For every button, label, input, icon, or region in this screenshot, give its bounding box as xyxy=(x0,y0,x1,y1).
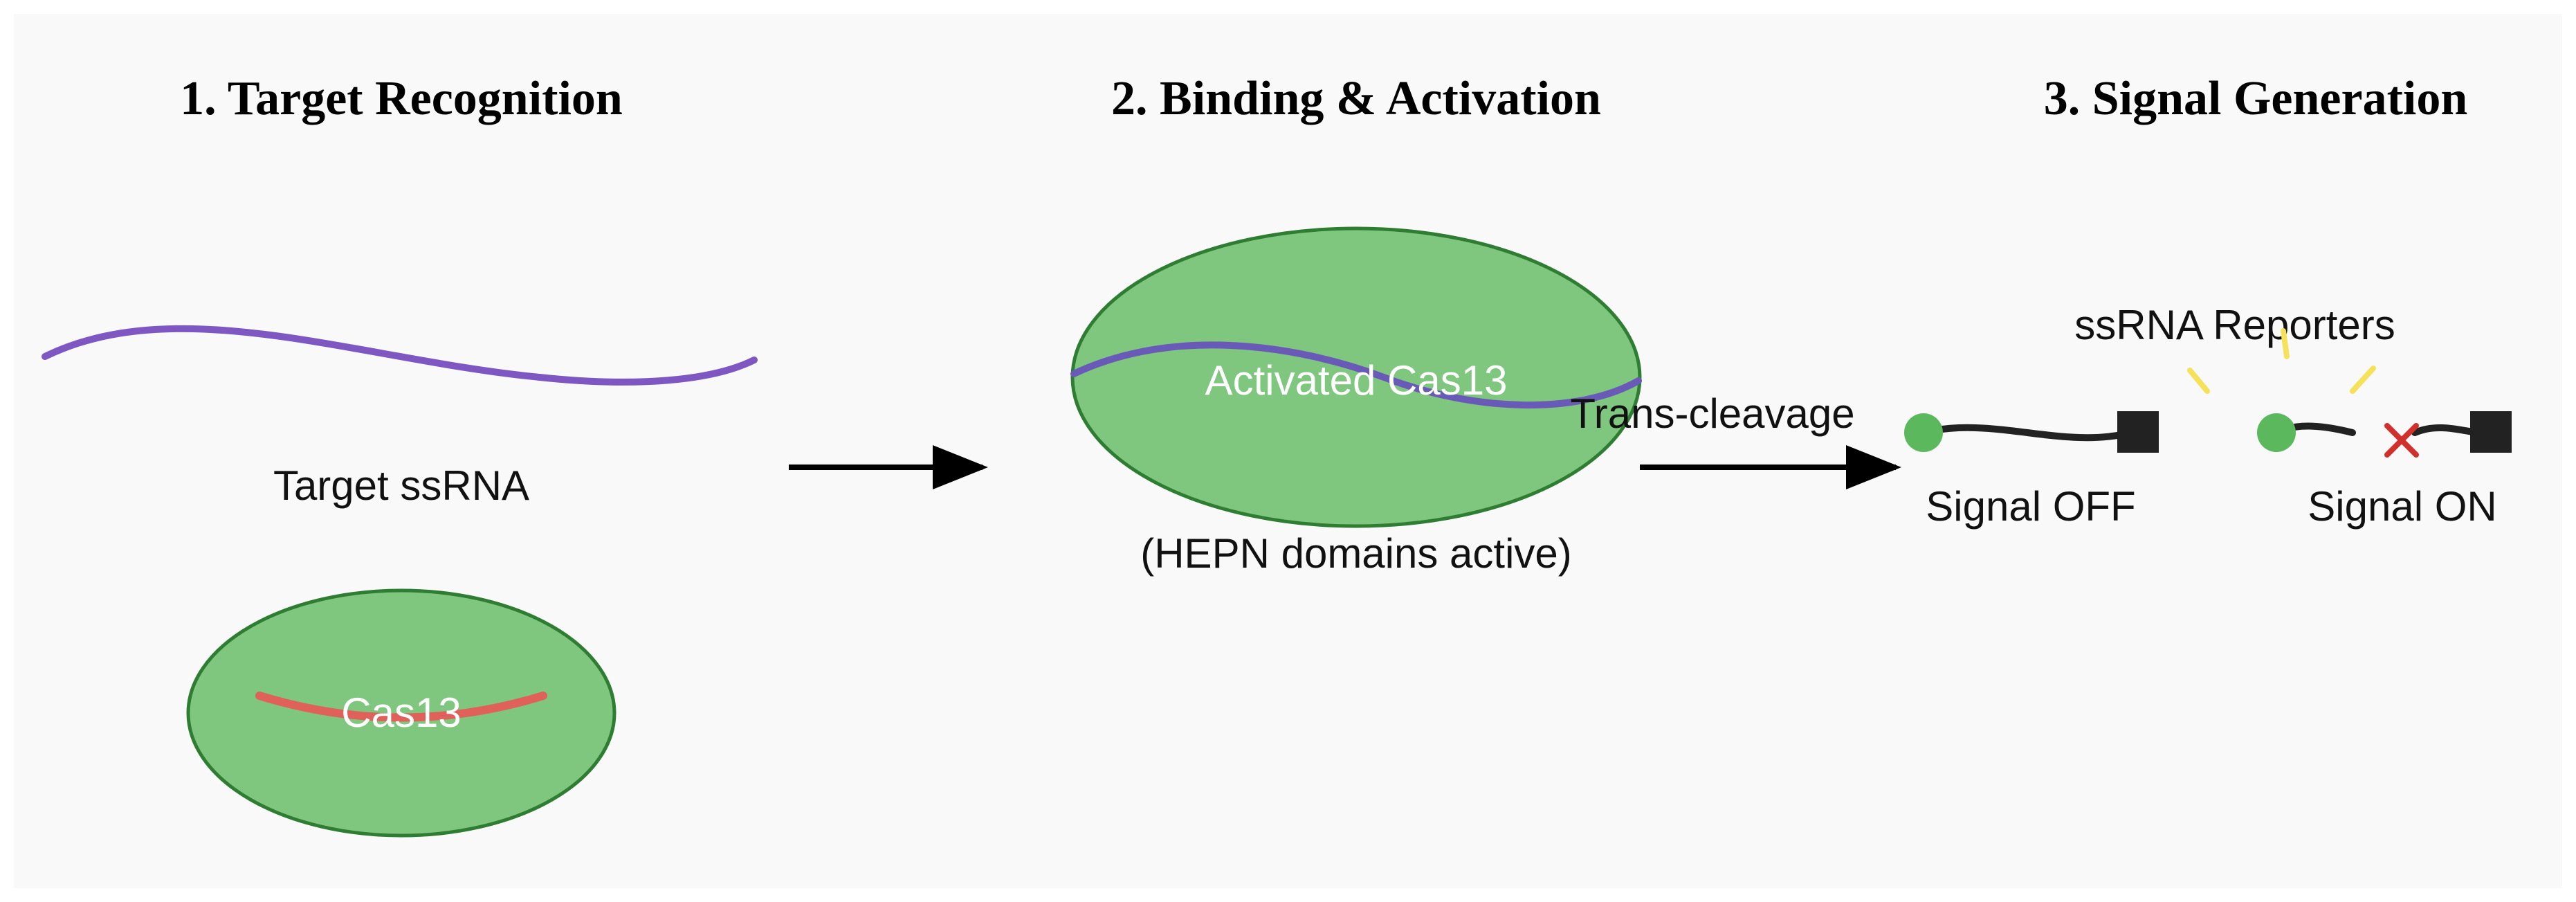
activated-cas13-label: Activated Cas13 xyxy=(1205,357,1508,404)
signal-on-label: Signal ON xyxy=(2308,483,2496,530)
fluorophore-off xyxy=(1904,413,1943,452)
step2-title: 2. Binding & Activation xyxy=(1111,72,1601,125)
fluorescence-glow-icon xyxy=(2187,328,2376,394)
reporter-linker-intact xyxy=(1920,424,2135,442)
cas13-enzyme xyxy=(186,588,616,838)
trans-cleavage-label: Trans-cleavage xyxy=(1570,390,1854,437)
cleavage-x-icon xyxy=(2384,423,2419,458)
signal-off-label: Signal OFF xyxy=(1926,483,2135,530)
reporter-intact xyxy=(1904,411,2159,453)
cas13-label: Cas13 xyxy=(341,689,461,736)
step1-title: 1. Target Recognition xyxy=(180,72,623,125)
ssrna-reporters-label: ssRNA Reporters xyxy=(2074,302,2395,348)
quencher-on xyxy=(2470,411,2512,453)
target-ssrna-strand xyxy=(42,325,758,386)
hepn-domains-note: (HEPN domains active) xyxy=(1140,530,1572,577)
guide-crrna xyxy=(255,692,547,722)
fluorophore-on xyxy=(2257,413,2296,452)
quencher-off xyxy=(2117,411,2159,453)
reporter-linker-right xyxy=(2411,424,2481,436)
reporter-cleaved xyxy=(2187,328,2512,458)
activated-cas13-enzyme xyxy=(1070,226,1642,528)
bound-target-rna xyxy=(1070,341,1642,408)
step3-title: 3. Signal Generation xyxy=(2044,72,2468,125)
target-ssrna-label: Target ssRNA xyxy=(273,462,529,509)
